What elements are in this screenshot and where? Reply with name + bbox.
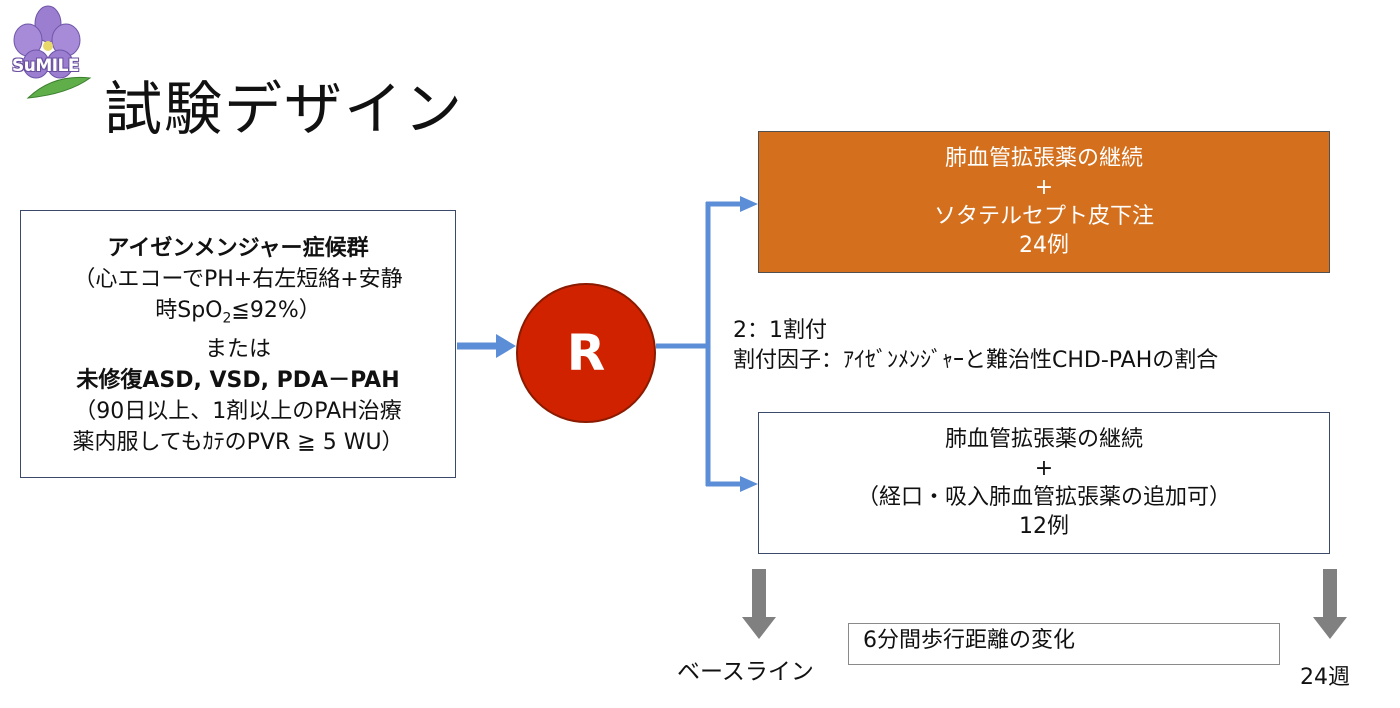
arrow-r-to-arms [656, 196, 758, 492]
week24-label: 24週 [1300, 665, 1350, 690]
criteria-spo2-suffix: ≦92%） [231, 298, 321, 323]
arm-a-line3: ソタテルセプト皮下注 [933, 204, 1154, 229]
allocation-info: 2：1割付 割付因子：ｱｲｾﾞﾝﾒﾝｼﾞｬｰと難治性CHD-PAHの割合 [733, 316, 1218, 376]
criteria-eisenmenger: アイゼンメンジャー症候群 [107, 236, 369, 261]
arm-control-box: 肺血管拡張薬の継続 + （経口・吸入肺血管拡張薬の追加可） 12例 [758, 412, 1330, 554]
arm-sotatercept-box: 肺血管拡張薬の継続 + ソタテルセプト皮下注 24例 [758, 131, 1330, 273]
inclusion-criteria-box: アイゼンメンジャー症候群 （心エコーでPH+右左短絡+安静 時SpO2≦92%）… [20, 210, 456, 478]
page-title: 試験デザイン [104, 75, 465, 143]
baseline-down-arrow [742, 569, 776, 639]
logo-text: SuMILE [12, 56, 80, 76]
sumile-logo: SuMILE [8, 2, 94, 102]
randomization-node: R [516, 283, 656, 423]
criteria-spo2-line: 時SpO2≦92%） [21, 295, 455, 334]
baseline-label: ベースライン [677, 659, 814, 685]
criteria-pvr-line: 薬内服してもｶﾃのPVR ≧ 5 WU） [72, 430, 404, 456]
criteria-echo-line: （心エコーでPH+右左短絡+安静 [73, 267, 403, 292]
arm-a-line1: 肺血管拡張薬の継続 [944, 146, 1143, 171]
allocation-factors: 割付因子：ｱｲｾﾞﾝﾒﾝｼﾞｬｰと難治性CHD-PAHの割合 [733, 348, 1219, 373]
arm-b-line3: （経口・吸入肺血管拡張薬の追加可） [856, 485, 1231, 510]
arrow-criteria-to-r [457, 334, 516, 358]
criteria-unrepaired: 未修復ASD, VSD, PDA－PAH [76, 368, 400, 394]
flower-icon [13, 5, 92, 99]
arm-a-plus: + [1034, 175, 1054, 200]
arm-b-line1: 肺血管拡張薬の継続 [944, 427, 1143, 452]
allocation-ratio: 2：1割付 [733, 318, 827, 343]
primary-endpoint-box: 6分間歩行距離の変化 [848, 623, 1280, 665]
criteria-treatment-line: （90日以上、1剤以上のPAH治療 [74, 399, 402, 425]
arm-b-count: 12例 [1019, 514, 1069, 539]
arm-b-plus: + [1034, 456, 1054, 481]
criteria-spo2-subscript: 2 [222, 310, 232, 327]
arm-a-count: 24例 [1019, 233, 1069, 258]
criteria-or: または [204, 337, 271, 363]
week24-down-arrow [1313, 569, 1347, 639]
criteria-spo2-prefix: 時SpO [155, 298, 223, 323]
